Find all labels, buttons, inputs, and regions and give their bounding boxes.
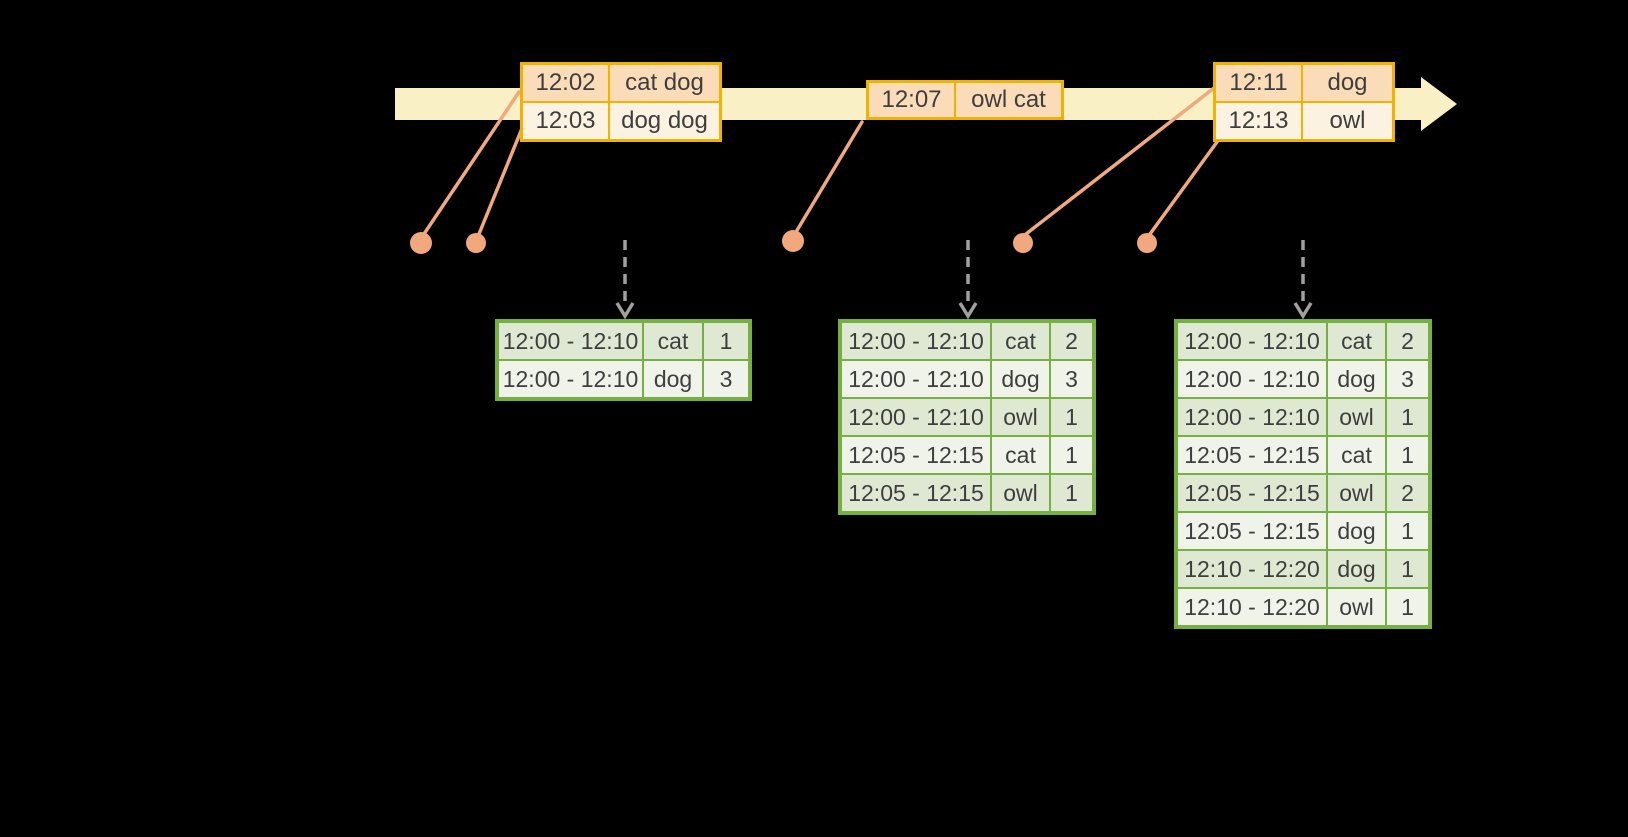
result-window-cell: 12:00 - 12:10 <box>842 399 990 435</box>
result-count-cell: 1 <box>1387 513 1428 549</box>
result-word-cell: owl <box>1328 475 1385 511</box>
result-window-cell: 12:00 - 12:10 <box>1178 323 1326 359</box>
event-connector-lines <box>422 86 1219 236</box>
result-word-cell: cat <box>644 323 702 359</box>
event-words-cell: owl cat <box>956 83 1061 117</box>
result-count-cell: 1 <box>1387 437 1428 473</box>
result-window-cell: 12:05 - 12:15 <box>842 437 990 473</box>
result-word-cell: owl <box>1328 399 1385 435</box>
event-dots <box>410 230 1157 254</box>
result-table: 12:00 - 12:10 cat 1 12:00 - 12:10 dog 3 <box>495 319 752 401</box>
result-window-cell: 12:10 - 12:20 <box>1178 551 1326 587</box>
result-count-cell: 2 <box>1051 323 1092 359</box>
event-connector-line <box>794 120 864 234</box>
result-word-cell: cat <box>992 323 1049 359</box>
trigger-arrows <box>615 240 1313 320</box>
result-window-cell: 12:05 - 12:15 <box>842 475 990 511</box>
event-connector-line <box>1024 86 1216 236</box>
event-connector-line <box>422 90 521 236</box>
result-count-cell: 2 <box>1387 323 1428 359</box>
event-dot <box>1137 233 1157 253</box>
result-table: 12:00 - 12:10 cat 2 12:00 - 12:10 dog 3 … <box>1174 319 1432 629</box>
trigger-arrowhead-icon <box>1293 302 1313 320</box>
result-word-cell: dog <box>1328 551 1385 587</box>
result-window-cell: 12:00 - 12:10 <box>842 361 990 397</box>
event-words-cell: dog <box>1303 65 1392 101</box>
result-count-cell: 3 <box>704 361 748 397</box>
result-count-cell: 1 <box>1051 475 1092 511</box>
result-count-cell: 1 <box>1051 399 1092 435</box>
event-table: 12:07 owl cat <box>866 80 1064 120</box>
event-dot <box>410 232 432 254</box>
result-word-cell: cat <box>1328 323 1385 359</box>
event-dot <box>782 230 804 252</box>
result-window-cell: 12:05 - 12:15 <box>1178 513 1326 549</box>
result-count-cell: 1 <box>1051 437 1092 473</box>
result-count-cell: 2 <box>1387 475 1428 511</box>
event-time-cell: 12:11 <box>1216 65 1301 101</box>
event-table: 12:02 cat dog 12:03 dog dog <box>520 62 722 142</box>
event-dot <box>466 233 486 253</box>
result-count-cell: 1 <box>1387 551 1428 587</box>
result-window-cell: 12:10 - 12:20 <box>1178 589 1326 625</box>
result-count-cell: 1 <box>1387 399 1428 435</box>
result-table: 12:00 - 12:10 cat 2 12:00 - 12:10 dog 3 … <box>838 319 1096 515</box>
result-word-cell: cat <box>992 437 1049 473</box>
result-window-cell: 12:00 - 12:10 <box>1178 399 1326 435</box>
timeline-arrowhead-icon <box>1421 77 1457 131</box>
event-time-cell: 12:13 <box>1216 103 1301 139</box>
result-word-cell: dog <box>1328 361 1385 397</box>
result-window-cell: 12:00 - 12:10 <box>842 323 990 359</box>
result-word-cell: owl <box>992 475 1049 511</box>
result-count-cell: 1 <box>704 323 748 359</box>
result-window-cell: 12:00 - 12:10 <box>499 361 642 397</box>
event-time-cell: 12:02 <box>523 65 608 101</box>
event-time-cell: 12:07 <box>869 83 954 117</box>
trigger-arrowhead-icon <box>958 302 978 320</box>
result-word-cell: owl <box>992 399 1049 435</box>
result-word-cell: dog <box>644 361 702 397</box>
result-count-cell: 3 <box>1387 361 1428 397</box>
event-words-cell: cat dog <box>610 65 719 101</box>
result-window-cell: 12:00 - 12:10 <box>1178 361 1326 397</box>
result-word-cell: owl <box>1328 589 1385 625</box>
result-word-cell: dog <box>992 361 1049 397</box>
result-window-cell: 12:05 - 12:15 <box>1178 437 1326 473</box>
event-table: 12:11 dog 12:13 owl <box>1213 62 1395 142</box>
result-window-cell: 12:05 - 12:15 <box>1178 475 1326 511</box>
event-dot <box>1013 233 1033 253</box>
result-word-cell: dog <box>1328 513 1385 549</box>
result-count-cell: 1 <box>1387 589 1428 625</box>
result-word-cell: cat <box>1328 437 1385 473</box>
event-words-cell: owl <box>1303 103 1392 139</box>
event-words-cell: dog dog <box>610 103 719 139</box>
event-connector-line <box>1148 140 1219 236</box>
trigger-arrowhead-icon <box>615 302 635 320</box>
event-connector-line <box>477 124 525 236</box>
event-time-cell: 12:03 <box>523 103 608 139</box>
result-window-cell: 12:00 - 12:10 <box>499 323 642 359</box>
result-count-cell: 3 <box>1051 361 1092 397</box>
